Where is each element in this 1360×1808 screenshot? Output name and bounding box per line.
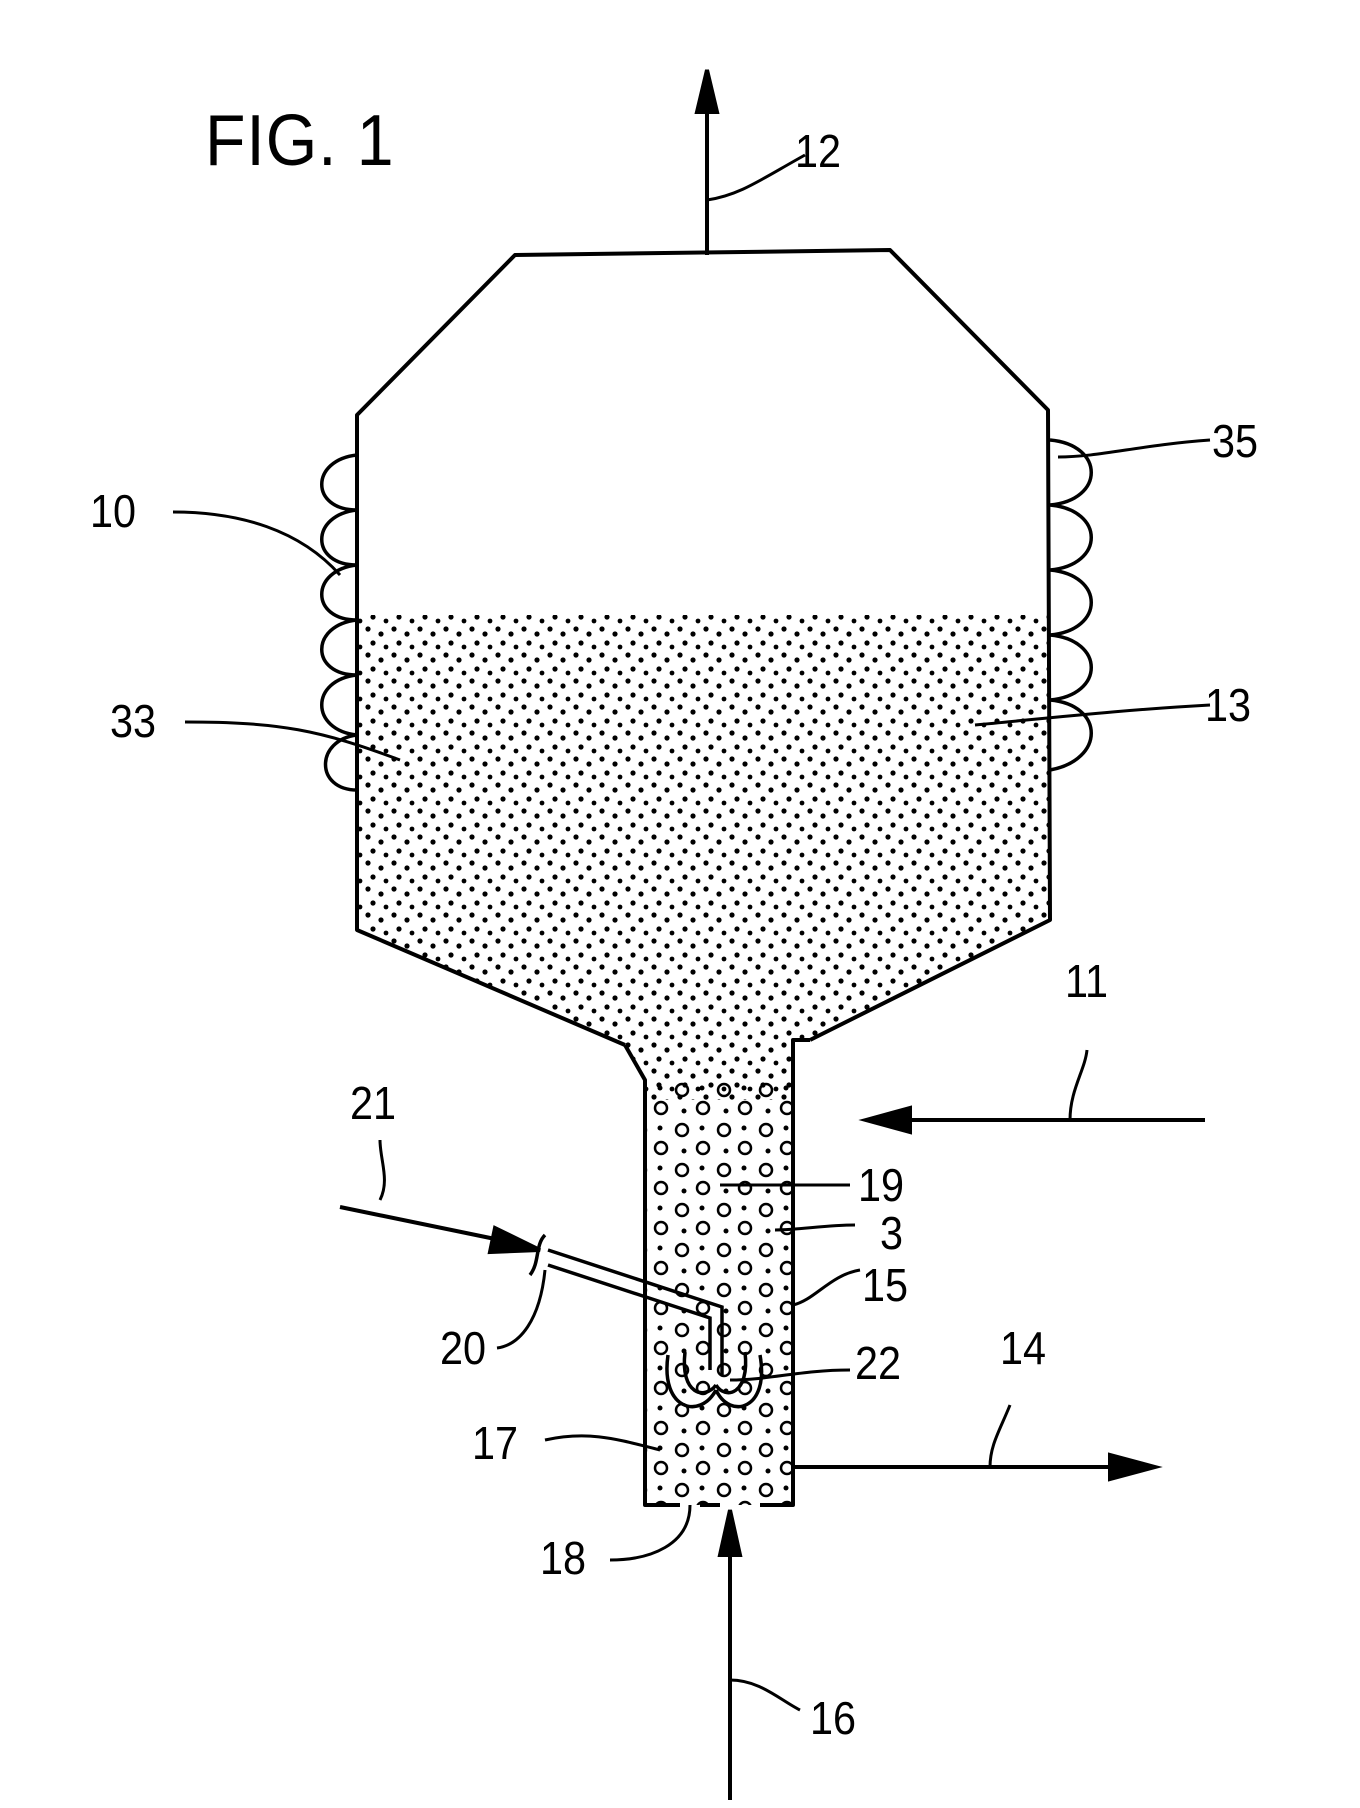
flow-arrows [339, 69, 1205, 1800]
label-18: 18 [540, 1532, 587, 1584]
riser-bubbles [645, 1080, 793, 1505]
label-13: 13 [1205, 679, 1252, 731]
label-16: 16 [810, 1692, 857, 1744]
figure-title: FIG. 1 [205, 101, 395, 181]
reactor-vessel [355, 248, 1052, 1507]
label-3: 3 [880, 1207, 904, 1259]
label-17: 17 [472, 1417, 519, 1469]
injection-inlet-arrow [339, 1205, 501, 1242]
leader-lines [172, 153, 1211, 1712]
label-14: 14 [1000, 1322, 1047, 1374]
label-15: 15 [862, 1259, 909, 1311]
riser-tube [623, 1044, 680, 1507]
heating-jacket-right [1049, 438, 1093, 772]
label-21: 21 [350, 1077, 397, 1129]
label-22: 22 [855, 1337, 902, 1389]
label-35: 35 [1212, 415, 1259, 467]
label-11: 11 [1065, 955, 1108, 1007]
label-10: 10 [90, 485, 137, 537]
heating-jacket-left [320, 453, 358, 792]
injection-nozzle [528, 1233, 764, 1409]
label-12: 12 [795, 125, 842, 177]
label-19: 19 [858, 1159, 905, 1211]
label-20: 20 [440, 1322, 487, 1374]
label-33: 33 [110, 695, 157, 747]
particle-bed [357, 615, 1050, 1100]
